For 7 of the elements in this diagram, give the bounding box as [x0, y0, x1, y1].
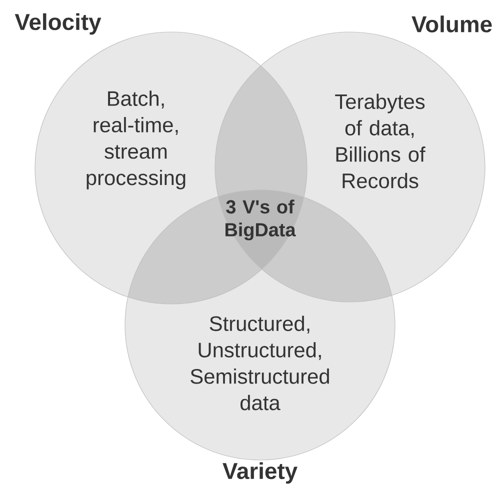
center-label: 3 V's of BigData	[226, 200, 296, 240]
circle-heading: Velocity	[14, 13, 102, 35]
circle-heading: Volume	[412, 16, 492, 32]
circle-text: Batch, real-time, stream processing	[86, 90, 186, 190]
circle-text: Structured, Unstructured, Semistructured data	[190, 316, 329, 410]
circle-text: Terabytes of data, Billions of Records	[335, 94, 426, 188]
circle-heading: Variety	[222, 462, 298, 484]
